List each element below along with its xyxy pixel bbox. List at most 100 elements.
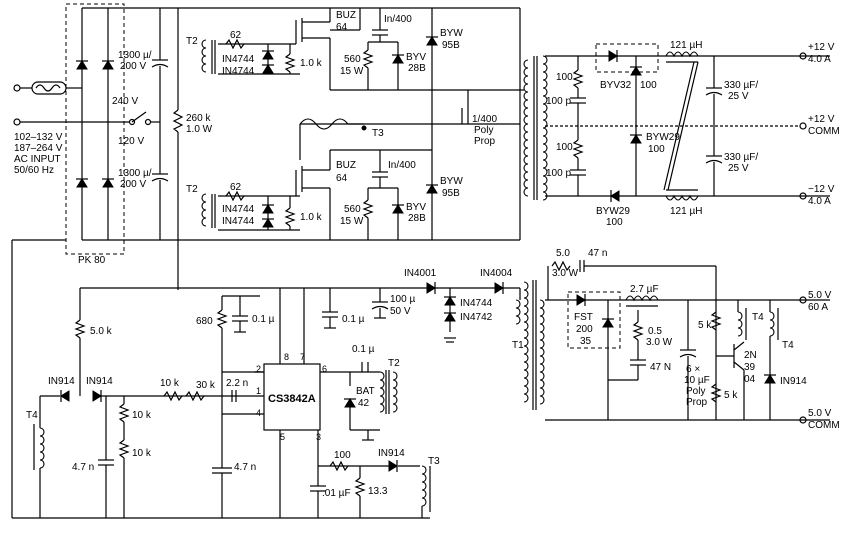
out2-label: COMM [808, 126, 840, 137]
cap-bulk-bot-v: 200 V [120, 179, 146, 190]
r1k-top-label: 1.0 k [300, 58, 323, 69]
in4744-e-label: IN4744 [460, 298, 493, 309]
fuse-symbol [31, 81, 67, 95]
c6x-4-label: Prop [686, 397, 708, 408]
in4744-d-label: IN4744 [222, 216, 255, 227]
t2-ic-label: T2 [388, 358, 400, 369]
r680-label: 680 [196, 316, 213, 327]
r5k-b-label: 5 k [724, 390, 738, 401]
in4744-a-label: IN4744 [222, 54, 255, 65]
fst-package [567, 291, 621, 349]
bridge-diode-3 [75, 178, 89, 188]
c47N-label: 47 N [650, 362, 671, 373]
inductor-121-top [665, 51, 699, 58]
input-range-1: 102–132 V [14, 132, 63, 143]
control-section: 5.0 k IN4001 IN4004 IN4744 IN4742 100 µ … [11, 239, 524, 519]
t4-a-label: T4 [752, 312, 764, 323]
byw-top-label: BYW [440, 28, 463, 39]
r50-snub-w: 3.0 W [552, 268, 579, 279]
cap-bulk-bot: 1300 µ/ [118, 168, 152, 179]
buz-top-label: BUZ [336, 10, 356, 21]
byv32-label: BYV32 [600, 80, 632, 91]
r5k-a-label: 5 k [698, 320, 712, 331]
r133-label: 13.3 [368, 486, 388, 497]
in4742-label: IN4742 [460, 312, 493, 323]
pin7-label: 7 [300, 352, 305, 362]
cpoly-3-label: Prop [474, 136, 496, 147]
input-range-2: 187–264 V [14, 143, 63, 154]
c100u-label: 100 µ [390, 294, 415, 305]
r560-bot-label: 560 [344, 204, 361, 215]
r62-bot-label: 62 [230, 182, 242, 193]
c330-top-label: 330 µF/ [724, 80, 758, 91]
sw-120-label: 120 V [118, 136, 144, 147]
fst-label: FST [574, 312, 593, 323]
in4001-label: IN4001 [404, 268, 437, 279]
c01uf-label: .01 µF [322, 488, 351, 499]
byv-bot-label: BYV [406, 202, 426, 213]
cin400-top-label: In/400 [384, 14, 412, 25]
c330-bot-v: 25 V [728, 163, 749, 174]
cpoly-2-label: Poly [474, 125, 493, 136]
pin8-label: 8 [284, 352, 289, 362]
pk80-module-outline [65, 3, 125, 255]
t3-bot-label: T3 [428, 456, 440, 467]
out5-label: COMM [808, 420, 840, 431]
c330-bot-label: 330 µF/ [724, 152, 758, 163]
byw29-bot-label: BYW29 [596, 206, 630, 217]
c01-c-label: 0.1 µ [352, 344, 375, 355]
terminal-12-comm [799, 122, 807, 130]
terminal-5v-comm [799, 416, 807, 424]
r1k-bot-label: 1.0 k [300, 212, 323, 223]
terminal-plus12 [799, 52, 807, 60]
t4-b-label: T4 [782, 340, 794, 351]
pin1-label: 1 [256, 386, 261, 396]
in4744-c-label: IN4744 [222, 204, 255, 215]
input-ac-label: AC INPUT [14, 154, 61, 165]
c100p-b-label: 100 p [546, 168, 571, 179]
t3-mid-coil: T3 [299, 118, 520, 139]
r100-fb-label: 100 [334, 450, 351, 461]
controller-ic [263, 363, 321, 431]
t1-label: T1 [512, 340, 524, 351]
r30k-label: 30 k [196, 380, 216, 391]
bridge-diode-1 [75, 60, 89, 70]
t2-bot-label: T2 [186, 184, 198, 195]
pk80-label: PK 80 [78, 255, 106, 266]
out1-current: 4.0 A [808, 54, 831, 65]
byw29-bot-num: 100 [606, 217, 623, 228]
voltage-switch [128, 118, 136, 126]
inductor-121-bot [665, 194, 699, 201]
c01-b-label: 0.1 µ [342, 314, 365, 325]
c100p-a-label: 100 p [546, 96, 571, 107]
byv32-package [595, 43, 659, 73]
in914-c-label: IN914 [378, 448, 405, 459]
in4004-label: IN4004 [480, 268, 513, 279]
in914-b-label: IN914 [86, 376, 113, 387]
cap-bulk-top-v: 200 V [120, 61, 146, 72]
out2-voltage: +12 V [808, 114, 835, 125]
t2-top-label: T2 [186, 36, 198, 47]
byv-bot-num: 28B [408, 213, 426, 224]
q2n-c-label: 04 [744, 374, 756, 385]
ic-label: CS3842A [268, 393, 316, 405]
input-terminal-line [13, 84, 21, 92]
terminal-minus12 [799, 192, 807, 200]
byw-top-num: 95B [442, 40, 460, 51]
byv32-num: 100 [640, 80, 657, 91]
c6x-label: 6 × [686, 364, 700, 375]
t2-top-winding [201, 39, 207, 73]
c47n-mid-label: 4.7 n [234, 462, 256, 473]
t3-mid-label: T3 [372, 128, 384, 139]
pin4-label: 4 [256, 408, 261, 418]
bridge-diode-2 [101, 60, 115, 70]
out4-current: 60 A [808, 302, 828, 313]
r260k-w-label: 1.0 W [186, 124, 213, 135]
c47n-snub-label: 47 n [588, 248, 607, 259]
pin6-label: 6 [322, 364, 327, 374]
input-terminal-neutral [13, 118, 21, 126]
q2n-label: 2N [744, 350, 757, 361]
in914-a-label: IN914 [48, 376, 75, 387]
r560-top-label: 560 [344, 54, 361, 65]
r560-bot-w: 15 W [340, 216, 364, 227]
